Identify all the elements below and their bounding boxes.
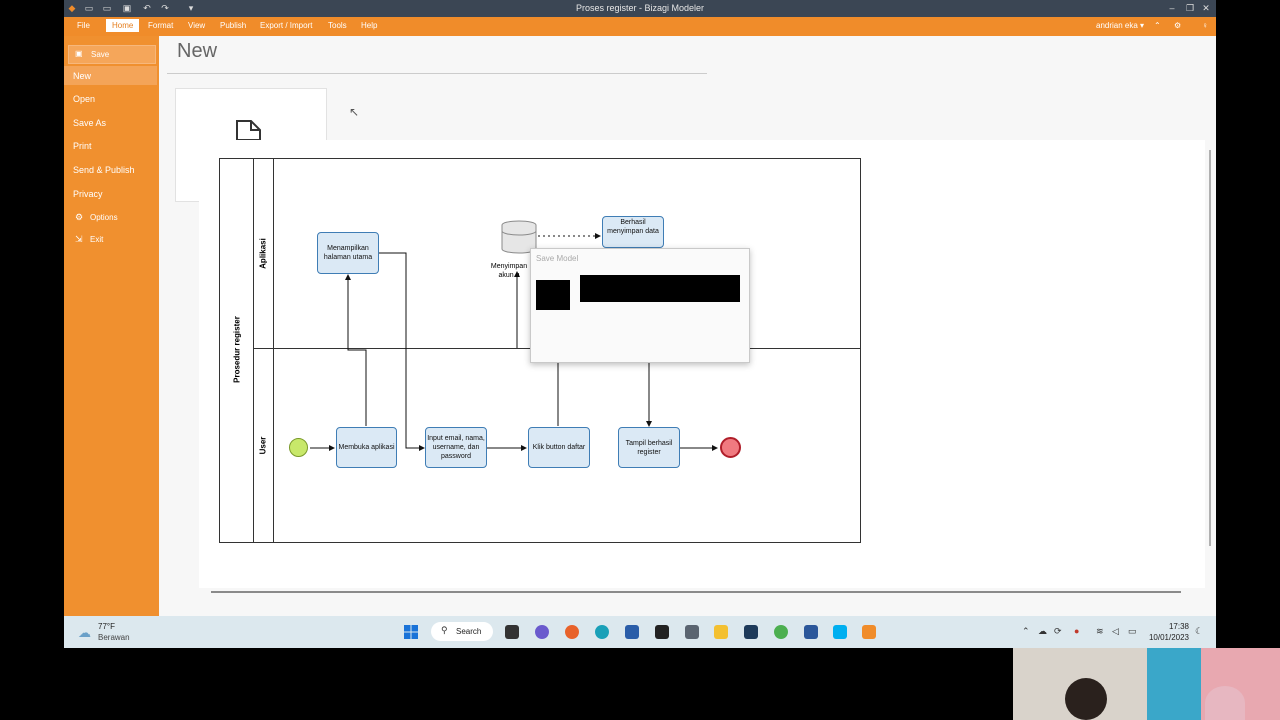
vertical-scrollbar[interactable] [1209, 150, 1211, 546]
undo-icon[interactable]: ↶ [143, 3, 151, 13]
dropbox-icon[interactable] [655, 625, 669, 639]
dialog-title: Save Model [536, 254, 579, 263]
pool-header-divider [253, 159, 254, 542]
tab-help[interactable]: Help [361, 21, 378, 30]
menu-item-save[interactable]: ▣ Save [68, 45, 156, 64]
menu-item-open[interactable]: Open [73, 94, 96, 104]
search-box[interactable]: ⚲ Search [431, 622, 493, 641]
bizagi-taskbar-icon[interactable] [862, 625, 876, 639]
chat-icon[interactable] [535, 625, 549, 639]
exit-icon: ⇲ [75, 234, 83, 244]
end-event[interactable] [720, 437, 741, 458]
wifi-icon[interactable]: ≋ [1096, 626, 1104, 636]
windows-start-icon[interactable] [404, 625, 418, 639]
pool-prosedur-register[interactable]: Prosedur register Aplikasi User [219, 158, 861, 543]
menu-item-send-publish[interactable]: Send & Publish [73, 165, 135, 175]
search-icon: ⚲ [441, 625, 448, 635]
edge-icon[interactable] [595, 625, 609, 639]
close-icon[interactable]: ✕ [1202, 3, 1210, 13]
task-berhasil-menyimpan[interactable]: Berhasil menyimpan data [602, 216, 664, 248]
tab-publish[interactable]: Publish [220, 21, 247, 30]
window-title: Proses register - Bizagi Modeler [575, 3, 705, 13]
user-caret-icon[interactable]: ▾ [1140, 21, 1145, 30]
menu-item-print[interactable]: Print [73, 141, 92, 151]
lightbulb-icon[interactable]: ♀ [1202, 21, 1208, 30]
tab-home[interactable]: Home [106, 19, 140, 32]
file-explorer-icon[interactable] [714, 625, 728, 639]
webcam-feed-1 [1013, 648, 1147, 720]
task-membuka-aplikasi[interactable]: Membuka aplikasi [336, 427, 397, 468]
new-file-icon[interactable]: ▭ [84, 3, 94, 13]
start-event[interactable] [289, 438, 308, 457]
notification-icon[interactable]: ☾ [1195, 626, 1204, 636]
settings-icon[interactable]: ⚙ [1174, 21, 1182, 30]
tab-export-import[interactable]: Export / Import [260, 21, 313, 30]
save-icon[interactable]: ▣ [122, 3, 132, 13]
page-title: New [177, 40, 218, 62]
save-icon: ▣ [75, 49, 83, 58]
task-klik-button-daftar[interactable]: Klik button daftar [528, 427, 590, 468]
bizagi-logo-icon: ◆ [68, 3, 76, 13]
tab-file[interactable]: File [77, 21, 90, 30]
task-tampil-berhasil[interactable]: Tampil berhasil register [618, 427, 680, 468]
task-menampilkan-halaman[interactable]: Menampilkan halaman utama [317, 232, 379, 274]
webcam-feed-2 [1147, 648, 1280, 720]
tab-format[interactable]: Format [148, 21, 174, 30]
tab-tools[interactable]: Tools [328, 21, 347, 30]
word-icon[interactable] [804, 625, 818, 639]
chrome-icon[interactable] [774, 625, 788, 639]
camera-icon[interactable] [685, 625, 699, 639]
chevron-up-icon[interactable]: ⌃ [1022, 626, 1030, 636]
menu-item-options[interactable]: Options [90, 213, 118, 222]
customize-icon[interactable]: ▾ [188, 3, 194, 13]
weather-desc[interactable]: Berawan [98, 633, 130, 642]
mouse-cursor-icon: ↖ [349, 105, 360, 119]
ribbon-tabs: File Home Format View Publish Export / I… [64, 17, 1216, 36]
sync-icon[interactable]: ⟳ [1054, 626, 1062, 636]
microphone-icon[interactable]: ● [1074, 626, 1080, 636]
battery-icon[interactable]: ▭ [1128, 626, 1137, 636]
store-icon[interactable] [625, 625, 639, 639]
open-file-icon[interactable]: ▭ [102, 3, 112, 13]
lane-header-divider [273, 159, 274, 542]
onedrive-icon[interactable]: ☁ [1038, 626, 1047, 636]
menu-item-privacy[interactable]: Privacy [73, 189, 103, 199]
clock-time[interactable]: 17:38 [1168, 622, 1189, 631]
redacted-message [580, 275, 740, 302]
minimize-icon[interactable]: – [1169, 3, 1175, 13]
person-silhouette [1065, 678, 1107, 720]
skype-icon[interactable] [833, 625, 847, 639]
menu-item-new[interactable]: New [64, 66, 157, 85]
person-silhouette [1205, 686, 1245, 720]
user-name[interactable]: andrian eka [1096, 21, 1138, 30]
data-store-label: Menyimpan akun u [490, 263, 528, 279]
firefox-icon[interactable] [565, 625, 579, 639]
search-label: Search [456, 627, 482, 636]
file-menu: ▣ Save New Open Save As Print Send & Pub… [64, 36, 159, 616]
divider [167, 73, 707, 74]
redacted-icon [536, 280, 570, 310]
menu-item-save-as[interactable]: Save As [73, 118, 107, 128]
blank-document-icon [236, 120, 261, 141]
app-icon[interactable] [744, 625, 758, 639]
windows-taskbar: ☁ 77°F Berawan ⚲ Search ⌃ ☁ ⟳ ● ≋ ◁ ▭ 17… [64, 616, 1216, 648]
menu-item-save-label: Save [91, 50, 110, 59]
options-icon: ⚙ [75, 212, 84, 222]
collapse-ribbon-icon[interactable]: ⌃ [1154, 21, 1161, 30]
volume-icon[interactable]: ◁ [1112, 626, 1119, 636]
save-model-dialog[interactable]: Save Model [530, 248, 750, 363]
tab-view[interactable]: View [188, 21, 206, 30]
horizontal-scrollbar[interactable] [211, 591, 1181, 593]
task-input-data[interactable]: Input email, nama, username, dan passwor… [425, 427, 487, 468]
restore-icon[interactable]: ❐ [1185, 3, 1195, 13]
clock-date[interactable]: 10/01/2023 [1148, 633, 1189, 642]
title-bar: ◆ ▭ ▭ ▣ ↶ ↷ ▾ Proses register - Bizagi M… [64, 0, 1216, 17]
menu-item-new-label: New [73, 71, 92, 81]
redo-icon[interactable]: ↷ [161, 3, 169, 13]
weather-temp[interactable]: 77°F [98, 622, 115, 631]
menu-item-exit[interactable]: Exit [90, 235, 104, 244]
task-view-icon[interactable] [505, 625, 519, 639]
cloud-icon: ☁ [78, 625, 91, 640]
